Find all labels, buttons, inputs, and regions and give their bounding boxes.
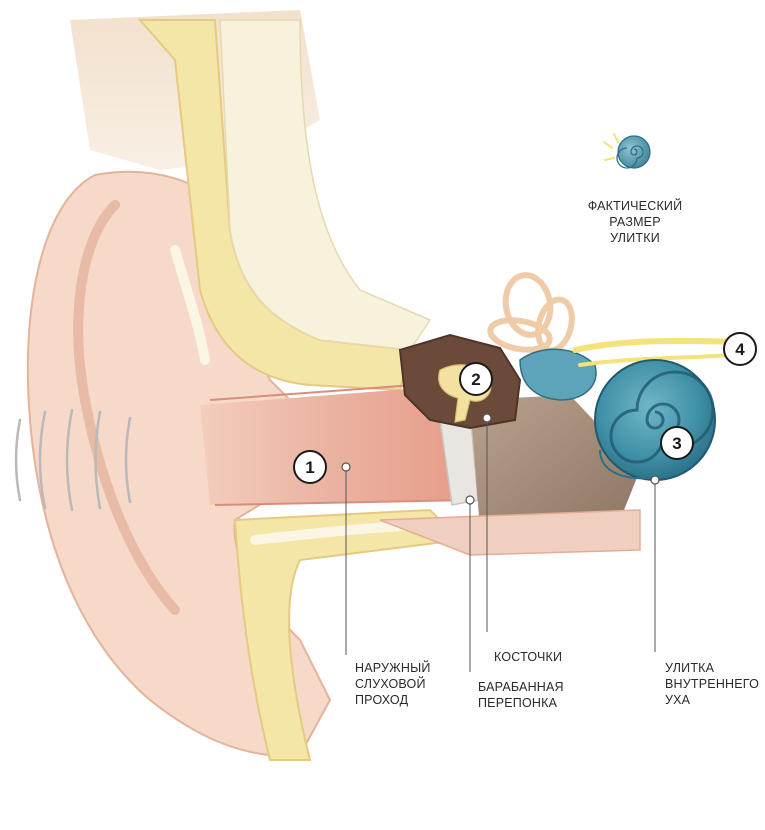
svg-text:4: 4 <box>735 340 745 359</box>
label-ear-canal-line3: ПРОХОД <box>355 692 431 708</box>
semicircular-canals <box>488 272 577 355</box>
label-ear-canal-line2: СЛУХОВОЙ <box>355 676 431 692</box>
actual-size-line1: ФАКТИЧЕСКИЙ <box>585 198 685 214</box>
label-ear-canal: НАРУЖНЫЙ СЛУХОВОЙ ПРОХОД <box>355 660 431 708</box>
svg-text:1: 1 <box>305 458 314 477</box>
label-eardrum: БАРАБАННАЯ ПЕРЕПОНКА <box>478 679 564 711</box>
marker-2: 2 <box>460 363 492 395</box>
cochlea <box>595 360 715 480</box>
svg-text:2: 2 <box>471 370 480 389</box>
label-ossicles: КОСТОЧКИ <box>494 649 562 665</box>
actual-size-line2: РАЗМЕР УЛИТКИ <box>585 214 685 246</box>
svg-text:3: 3 <box>672 434 681 453</box>
marker-4: 4 <box>724 333 756 365</box>
vestibule <box>520 349 596 400</box>
label-cochlea-line2: ВНУТРЕННЕГО <box>665 676 759 692</box>
marker-3: 3 <box>661 427 693 459</box>
label-cochlea-line3: УХА <box>665 692 759 708</box>
actual-size-cochlea-icon <box>604 134 650 168</box>
label-ossicles-line1: КОСТОЧКИ <box>494 649 562 665</box>
actual-size-caption: ФАКТИЧЕСКИЙ РАЗМЕР УЛИТКИ <box>585 198 685 246</box>
auditory-nerve <box>575 341 740 350</box>
label-eardrum-line1: БАРАБАННАЯ <box>478 679 564 695</box>
label-ear-canal-line1: НАРУЖНЫЙ <box>355 660 431 676</box>
label-eardrum-line2: ПЕРЕПОНКА <box>478 695 564 711</box>
label-cochlea: УЛИТКА ВНУТРЕННЕГО УХА <box>665 660 759 708</box>
label-cochlea-line1: УЛИТКА <box>665 660 759 676</box>
marker-1: 1 <box>294 451 326 483</box>
lower-bone <box>235 510 460 760</box>
